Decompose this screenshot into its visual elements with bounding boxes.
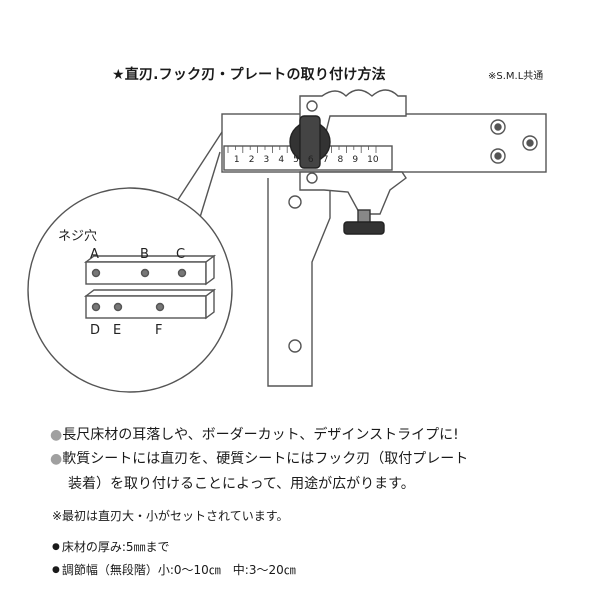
plate-hole-upper [288, 195, 302, 209]
hole-d [91, 302, 101, 312]
hole-e [113, 302, 123, 312]
hole-label-f: F [155, 323, 162, 338]
hole-label-c: C [176, 247, 185, 262]
feature-bullet-1: ●長尺床材の耳落しや、ボーダーカット、デザインストライプに! [50, 424, 459, 444]
ruler-tick-label: 5 [293, 155, 299, 165]
hole-a [91, 268, 101, 278]
ruler-tick-label: 7 [323, 155, 329, 165]
feature-text-1: 長尺床材の耳落しや、ボーダーカット、デザインストライプに! [62, 427, 459, 443]
clamp-screw-top [306, 100, 318, 112]
ruler-tick-label: 10 [367, 155, 379, 165]
callout-line-upper [169, 131, 223, 213]
hole-c [177, 268, 187, 278]
bullet-dot: ● [50, 427, 63, 443]
screw-hole-label: ネジ穴 [58, 229, 97, 244]
hole-label-d: D [90, 323, 100, 338]
feature-text-2a: 軟質シートには直刃を、硬質シートにはフック刃（取付プレート [62, 451, 469, 467]
spec-adjust-range: ●調節幅（無段階）小:0〜10㎝ 中:3〜20㎝ [52, 563, 296, 577]
side-screw-3 [490, 148, 506, 164]
adjust-knob [343, 221, 385, 235]
clamp-screw-bottom [306, 172, 318, 184]
ruler-tick-label: 2 [249, 155, 255, 165]
feature-bullet-2-continued: 装着）を取り付けることによって、用途が広がります。 [68, 476, 415, 492]
side-screw-1 [490, 119, 506, 135]
ruler-tick-label: 9 [352, 155, 358, 165]
ruler-tick-label: 6 [308, 155, 314, 165]
hole-f [155, 302, 165, 312]
spec-thickness: ●床材の厚み:5㎜まで [52, 540, 170, 554]
side-screw-2 [522, 135, 538, 151]
ruler-tick-label: 8 [338, 155, 344, 165]
hole-label-b: B [140, 247, 149, 262]
guide-plate [267, 178, 331, 387]
ruler-tick-label: 3 [264, 155, 270, 165]
hole-label-a: A [90, 247, 99, 262]
page-title: ★直刃.フック刃・プレートの取り付け方法 [112, 67, 386, 83]
default-set-note: ※最初は直刃大・小がセットされています。 [52, 509, 289, 523]
size-compatibility-note: ※S.M.L共通 [488, 71, 544, 82]
bullet-dot: ● [50, 451, 63, 467]
plate-hole-lower [288, 339, 302, 353]
plate-lower [85, 295, 207, 319]
hole-b [140, 268, 150, 278]
feature-bullet-2: ●軟質シートには直刃を、硬質シートにはフック刃（取付プレート [50, 448, 468, 468]
ruler-tick-label: 4 [278, 155, 284, 165]
hole-label-e: E [113, 323, 121, 338]
top-clamp [299, 89, 407, 141]
ruler-tick-label: 1 [234, 155, 240, 165]
